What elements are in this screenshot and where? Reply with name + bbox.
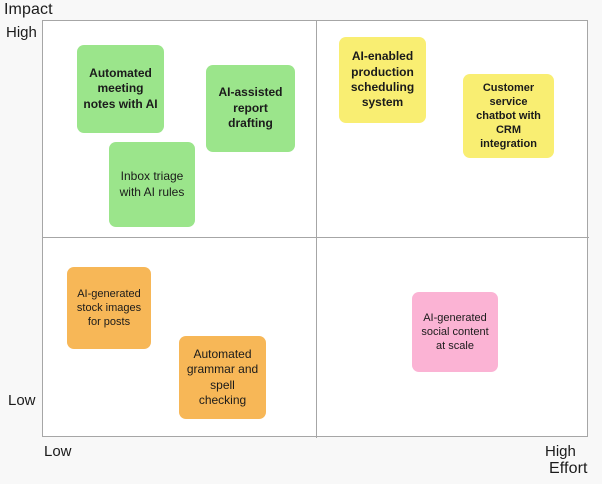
note-card[interactable]: Automated meeting notes with AI [77, 45, 164, 133]
note-card[interactable]: AI-assisted report drafting [206, 65, 295, 152]
quadrant-divider-vertical [316, 21, 317, 438]
impact-axis-title: Impact [4, 1, 53, 18]
matrix-plot-area: Automated meeting notes with AI AI-assist… [42, 20, 589, 438]
effort-axis-title: Effort [549, 460, 588, 477]
note-card-label: AI-generated stock images for posts [76, 287, 142, 329]
note-card[interactable]: Customer service chatbot with CRM integr… [463, 74, 554, 158]
note-card[interactable]: AI-enabled production scheduling system [339, 37, 426, 123]
note-card-label: Automated meeting notes with AI [83, 65, 158, 111]
note-card[interactable]: AI-generated stock images for posts [67, 267, 151, 349]
note-card[interactable]: Automated grammar and spell checking [179, 336, 266, 419]
note-card[interactable]: Inbox triage with AI rules [109, 142, 195, 227]
impact-axis-low-tick: Low [8, 392, 36, 409]
effort-axis-low-tick: Low [44, 443, 72, 460]
effort-axis-high-tick: High [545, 443, 576, 460]
note-card-label: AI-assisted report drafting [218, 85, 283, 131]
note-card-label: Inbox triage with AI rules [119, 169, 185, 199]
note-card-label: Automated grammar and spell checking [186, 346, 259, 407]
note-card[interactable]: AI-generated social content at scale [412, 292, 498, 372]
note-card-label: AI-generated social content at scale [421, 311, 489, 353]
note-card-label: AI-enabled production scheduling system [350, 49, 415, 110]
impact-axis-high-tick: High [6, 24, 37, 41]
note-card-label: Customer service chatbot with CRM integr… [476, 81, 541, 151]
quadrant-divider-horizontal [43, 237, 589, 238]
